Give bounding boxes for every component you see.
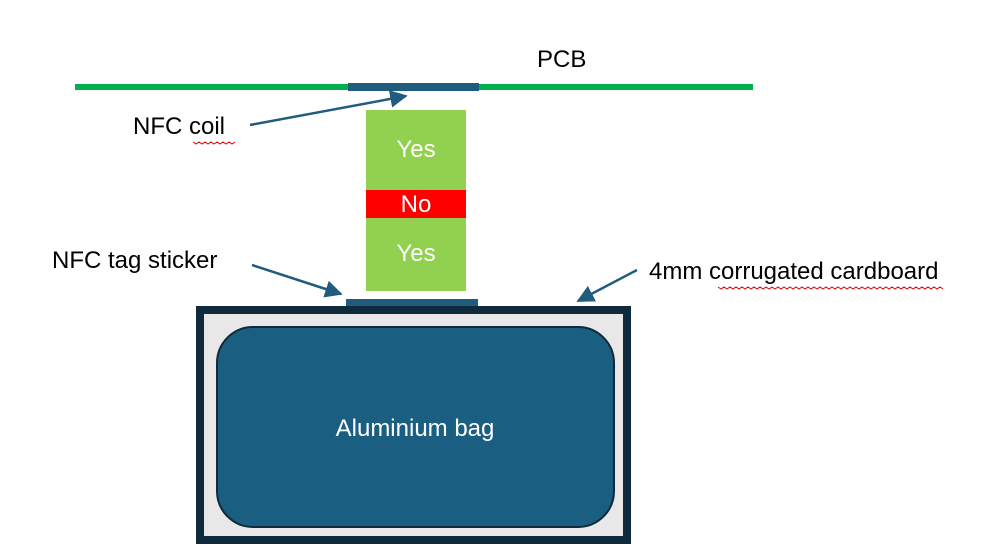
nfc-tag-sticker-label: NFC tag sticker	[52, 247, 217, 274]
cardboard-arrow	[576, 268, 638, 303]
zone-bottom-yes	[366, 218, 466, 291]
zone-bottom-label: Yes	[396, 240, 435, 267]
cardboard-squiggle	[717, 286, 944, 290]
nfc-coil-squiggle	[192, 141, 236, 145]
pcb-label: PCB	[537, 46, 586, 73]
aluminium-bag	[216, 326, 615, 528]
nfc-tag-sticker-arrow	[251, 263, 343, 298]
aluminium-bag-label: Aluminium bag	[336, 415, 495, 442]
cardboard-label: 4mm corrugated cardboard	[649, 258, 938, 285]
nfc-tag-sticker	[346, 299, 478, 306]
zone-top-yes	[366, 110, 466, 190]
nfc-coil-arrow	[249, 90, 408, 127]
nfc-coil	[348, 83, 479, 91]
zone-middle-no	[366, 190, 466, 218]
zone-middle-label: No	[401, 191, 432, 218]
zone-top-label: Yes	[396, 136, 435, 163]
nfc-coil-label: NFC coil	[133, 113, 225, 140]
